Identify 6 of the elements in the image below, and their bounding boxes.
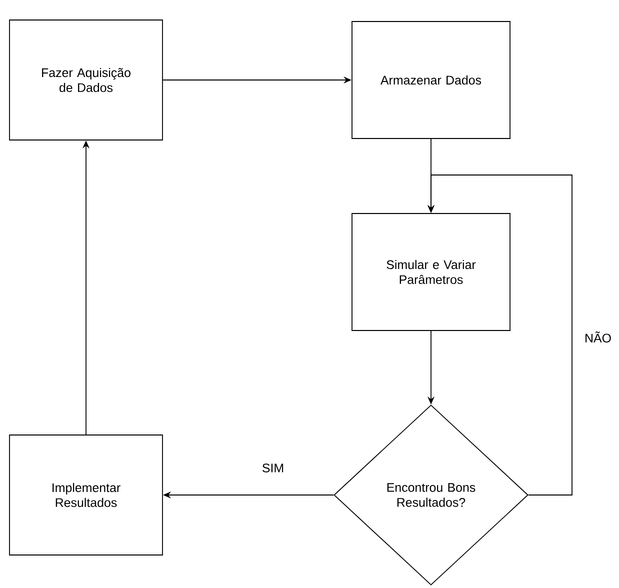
process-box: Implementar Resultados: [9, 434, 163, 556]
process-box: Fazer Aquisição de Dados: [9, 20, 163, 140]
process-box: Armazenar Dados: [352, 21, 510, 139]
process-box: Simular e Variar Parâmetros: [352, 213, 510, 331]
edge-label: NÃO: [584, 330, 612, 344]
edge-label: SIM: [260, 462, 286, 474]
